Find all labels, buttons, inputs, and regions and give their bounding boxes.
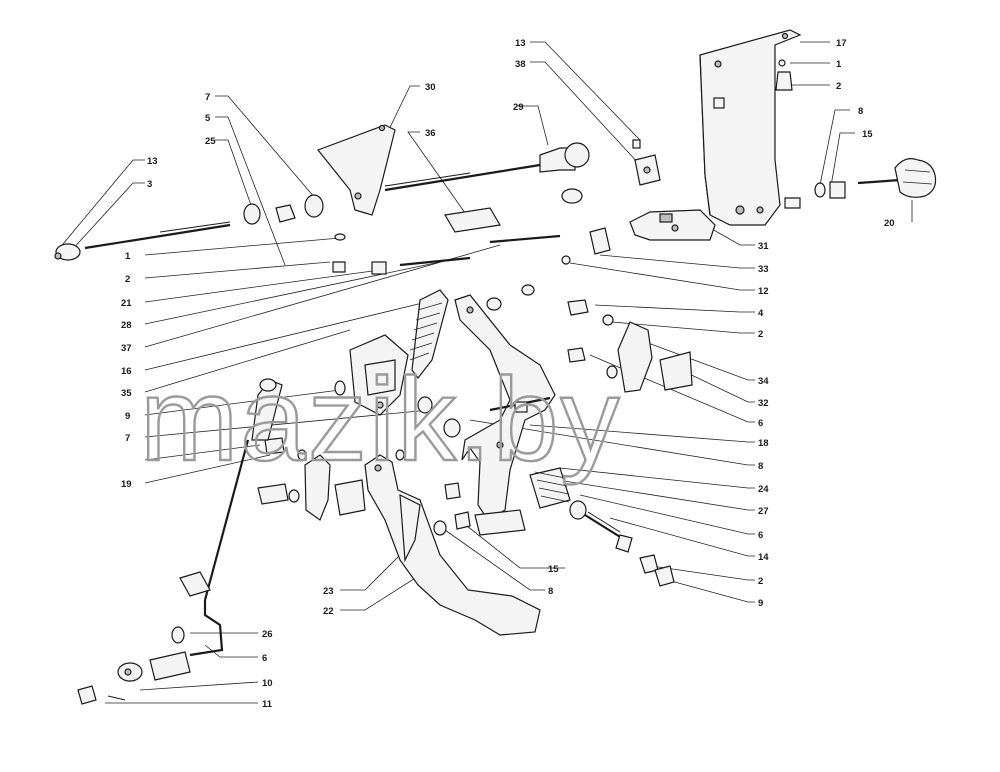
callout-label: 34	[758, 376, 769, 387]
bolt-head	[775, 71, 793, 91]
callout-label: 8	[858, 106, 863, 117]
callout-label: 35	[121, 388, 132, 399]
callout-label: 15	[862, 129, 873, 140]
callout-label: 10	[262, 678, 273, 689]
pedal-spring	[529, 467, 633, 553]
return-spring	[409, 289, 449, 379]
callout-label: 33	[758, 264, 769, 275]
callout-label: 38	[515, 59, 526, 70]
callout-label: 6	[758, 530, 763, 541]
callout-label: 21	[121, 298, 132, 309]
callout-label: 8	[548, 586, 553, 597]
callout-label: 2	[758, 576, 763, 587]
callout-label: 19	[121, 479, 132, 490]
callout-label: 32	[758, 398, 769, 409]
adjusting-knob	[857, 158, 937, 198]
tension-rod	[54, 221, 231, 261]
callout-label: 11	[262, 699, 273, 710]
callout-label: 15	[548, 564, 559, 575]
callout-label: 16	[121, 366, 132, 377]
washer-small	[778, 59, 786, 67]
parts	[54, 29, 937, 705]
callout-label: 22	[323, 606, 334, 617]
callout-label: 27	[758, 506, 769, 517]
callout-label: 9	[125, 411, 130, 422]
callout-label: 12	[758, 286, 769, 297]
clamp-block	[659, 351, 693, 391]
leader-lines	[57, 41, 913, 704]
callout-label: 30	[425, 82, 436, 93]
callout-label: 9	[758, 598, 763, 609]
callout-label: 25	[205, 136, 216, 147]
callout-label: 36	[425, 128, 436, 139]
angle-bracket	[317, 124, 396, 216]
watermark-text: mazik.by	[140, 354, 622, 486]
callout-label: 13	[515, 38, 526, 49]
clamp-half	[617, 321, 653, 393]
callout-label: 2	[758, 329, 763, 340]
callout-label: 14	[758, 552, 769, 563]
callout-label: 20	[884, 218, 895, 229]
flat-plate	[444, 207, 501, 233]
callout-label: 1	[125, 251, 131, 262]
callout-label: 8	[758, 461, 763, 472]
callout-label: 31	[758, 241, 769, 252]
callout-label: 3	[147, 179, 152, 190]
callout-label: 1	[836, 59, 842, 70]
adjusting-rod	[384, 142, 590, 192]
callout-label: 17	[836, 38, 847, 49]
throttle-linkage	[77, 378, 283, 705]
callout-label: 28	[121, 320, 132, 331]
callout-label: 2	[836, 81, 841, 92]
callout-label: 6	[262, 653, 267, 664]
callout-label: 23	[323, 586, 334, 597]
callout-label: 2	[125, 274, 130, 285]
callout-label: 7	[205, 92, 210, 103]
clamp-bracket	[629, 209, 716, 241]
callout-label: 29	[513, 102, 524, 113]
callout-label: 13	[147, 156, 158, 167]
mounting-bracket-plate	[699, 29, 802, 226]
callout-label: 37	[121, 343, 132, 354]
callout-label: 5	[205, 113, 211, 124]
pedal-lever-upper	[454, 294, 556, 521]
callout-label: 26	[262, 629, 273, 640]
callout-label: 18	[758, 438, 769, 449]
callout-label: 6	[758, 418, 763, 429]
callout-label: 7	[125, 433, 130, 444]
callout-labels: 13 38 17 1 2 8 15 20 30 36 29 7 5 25 13 …	[121, 38, 895, 710]
callout-label: 4	[758, 308, 764, 319]
callout-label: 24	[758, 484, 769, 495]
